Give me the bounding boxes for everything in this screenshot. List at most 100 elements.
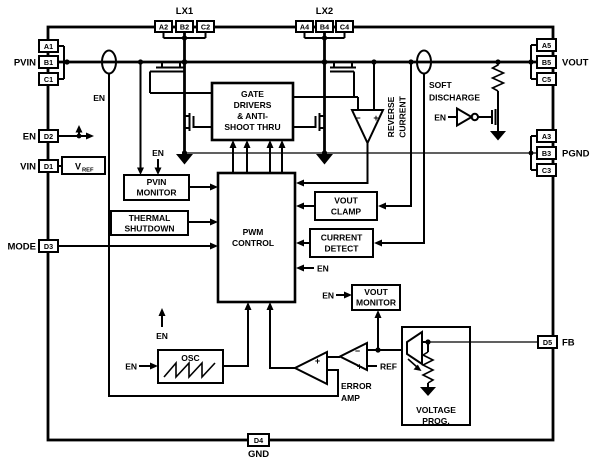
error-amp-out-wire — [269, 309, 295, 369]
junction-dot — [181, 35, 188, 41]
vout-monitor-label-1: VOUT — [364, 287, 388, 297]
sawtooth-waveform-icon — [163, 360, 216, 380]
pvin-monitor-label-1: PVIN — [147, 177, 167, 187]
pin-a1 — [38, 39, 59, 53]
pin-b5-label: B5 — [542, 58, 551, 67]
resistor-symbol — [490, 62, 506, 92]
port-label-lx2: LX2 — [316, 6, 333, 17]
pin-d3 — [38, 239, 59, 253]
port-label-vout: VOUT — [562, 58, 589, 69]
ground-symbol — [490, 131, 506, 141]
pin-c4 — [335, 20, 354, 33]
comparator-plus-sign: + — [373, 113, 378, 123]
arrowhead — [229, 140, 237, 148]
pin-a3 — [536, 129, 557, 143]
junction-dot — [321, 35, 328, 41]
wiper-arrow-line — [407, 358, 418, 368]
junction-dot — [137, 59, 144, 65]
reverse-current-label-1: REVERSE — [386, 96, 396, 137]
pin-a3-label: A3 — [542, 132, 551, 141]
pin-c3 — [536, 163, 557, 177]
arrowhead — [374, 239, 382, 247]
error-amp-plus-sign-2: + — [315, 356, 320, 366]
pin-d5-label: D5 — [543, 338, 552, 347]
arrowhead — [296, 202, 304, 210]
voltage-prog-label-2: PROG. — [422, 416, 449, 426]
arrowhead — [150, 362, 158, 370]
pin-b1-label: B1 — [44, 58, 53, 67]
pvin-monitor-label-2: MONITOR — [137, 188, 177, 198]
junction-dot — [375, 347, 381, 353]
pin-a2-label: A2 — [159, 23, 168, 32]
junction-dot — [371, 59, 377, 65]
thermal-shutdown-block — [110, 210, 189, 236]
pin-a4-label: A4 — [300, 23, 309, 32]
error-amp-plus-sign: + — [357, 362, 362, 372]
port-label-vin: VIN — [20, 162, 36, 173]
osc-label: OSC — [181, 353, 199, 363]
junction-dots — [64, 35, 534, 353]
arrowhead — [374, 310, 382, 318]
current-detect-label-1: CURRENT — [321, 233, 363, 243]
ref-label: REF — [380, 362, 397, 372]
vref-subscript: REF — [82, 168, 94, 174]
arrowhead — [75, 125, 83, 133]
highside-fet-2 — [330, 62, 356, 73]
vout-clamp-feed-wire — [385, 62, 412, 207]
osc-out-wire — [223, 309, 249, 367]
vout-clamp-label-1: VOUT — [334, 196, 358, 206]
arrowhead — [344, 291, 352, 299]
port-label-pgnd: PGND — [562, 149, 590, 160]
arrowhead — [244, 302, 252, 310]
arrowhead — [154, 167, 162, 175]
port-label-gnd: GND — [248, 449, 269, 460]
arrowhead — [278, 140, 286, 148]
pin-d5 — [537, 335, 558, 349]
en-feedback-wire — [108, 73, 339, 397]
pin-b5 — [536, 55, 557, 69]
arrowhead — [210, 242, 218, 250]
gate-drivers-label-3: & ANTI- — [237, 111, 268, 121]
pwm-control-label-1: PWM — [243, 227, 264, 237]
en-label-up-arrow: EN — [156, 331, 168, 341]
junction-dot — [64, 59, 70, 65]
wire-hop-ellipse — [416, 49, 432, 75]
inverter-icon — [456, 106, 474, 128]
pin-c5-label: C5 — [542, 75, 551, 84]
pin-b2-label: B2 — [180, 23, 189, 32]
pin-a2 — [154, 20, 173, 33]
pin-d2 — [38, 129, 59, 143]
arrowhead — [137, 167, 144, 175]
arrowheads — [75, 125, 386, 370]
pwm-control-label-2: CONTROL — [232, 238, 274, 248]
pin-c1 — [38, 72, 59, 86]
pin-d1-label: D1 — [44, 162, 53, 171]
pin-b3 — [536, 146, 557, 160]
reverse-current-comparator — [350, 109, 385, 146]
soft-discharge-label-2: DISCHARGE — [429, 93, 480, 103]
port-label-pvin: PVIN — [14, 58, 36, 69]
pvin-monitor-block — [123, 174, 190, 201]
thermal-shutdown-label-2: SHUTDOWN — [124, 224, 174, 234]
gate-drivers-label-4: SHOOT THRU — [224, 122, 280, 132]
thermal-shutdown-label-1: THERMAL — [129, 213, 171, 223]
junction-dot — [528, 59, 534, 65]
current-detect-label-2: DETECT — [325, 244, 360, 254]
comparator-minus-sign: − — [355, 113, 360, 123]
junction-dot — [321, 150, 328, 156]
arrowhead — [158, 308, 166, 316]
en-label-vout-monitor: EN — [322, 291, 334, 301]
arrowhead — [210, 218, 218, 226]
pin-b4-label: B4 — [320, 23, 329, 32]
pin-a1-label: A1 — [44, 42, 53, 51]
vref-block — [61, 156, 106, 175]
arrowhead — [296, 179, 304, 187]
lowside-fet-1 — [184, 113, 195, 131]
current-detect-block — [309, 228, 374, 258]
arrowhead — [266, 140, 274, 148]
vout-clamp-block — [314, 191, 378, 221]
voltage-prog-label-1: VOLTAGE — [416, 405, 456, 415]
pin-c3-label: C3 — [542, 166, 551, 175]
en-label-pvin-monitor: EN — [152, 148, 164, 158]
